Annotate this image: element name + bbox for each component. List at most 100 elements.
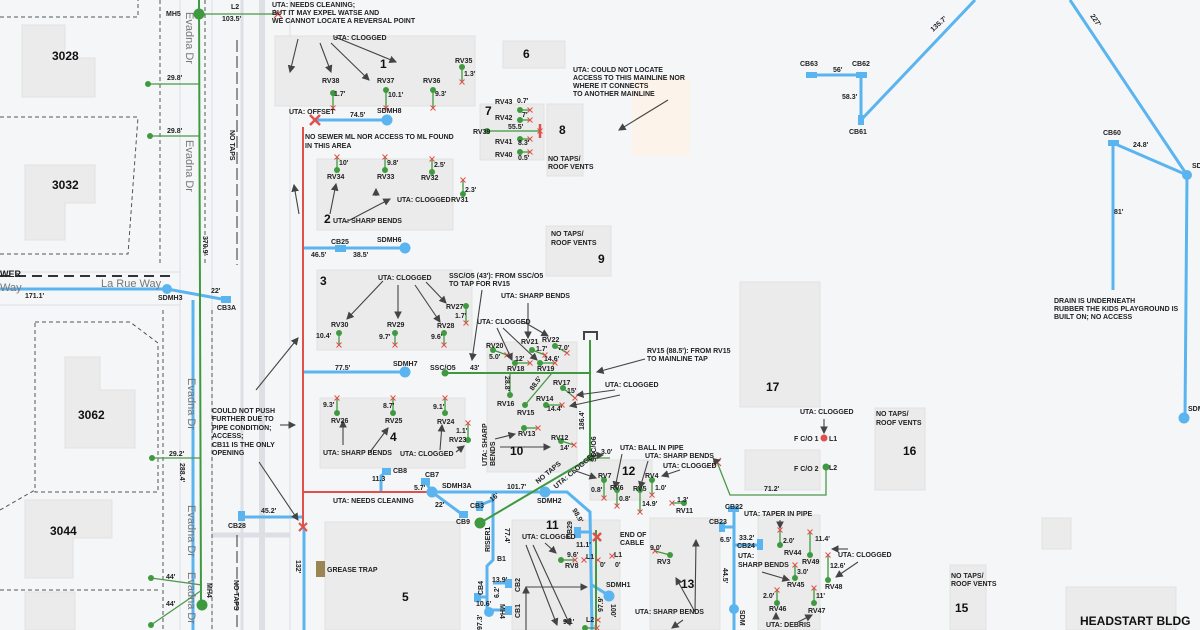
rv-dot[interactable] xyxy=(336,330,342,336)
rv-tap[interactable] xyxy=(330,90,336,108)
rv-dot[interactable] xyxy=(390,410,396,416)
rv-dot[interactable] xyxy=(774,600,780,606)
rv-tap[interactable] xyxy=(430,87,436,108)
rv-tap[interactable] xyxy=(392,330,398,345)
rv-tap[interactable] xyxy=(558,438,575,446)
rv-dot[interactable] xyxy=(537,360,543,366)
manhole-sdmh7[interactable] xyxy=(399,366,411,378)
rv-tap[interactable] xyxy=(601,477,607,498)
grease-trap[interactable] xyxy=(316,561,325,577)
rv-tap[interactable] xyxy=(334,398,340,416)
rv-tap[interactable] xyxy=(672,500,687,506)
rv-dot[interactable] xyxy=(807,552,813,558)
rv-dot[interactable] xyxy=(517,107,523,113)
rv-dot[interactable] xyxy=(517,117,523,123)
manhole-mh5[interactable] xyxy=(193,8,205,20)
rv-dot[interactable] xyxy=(517,149,523,155)
rv-dot[interactable] xyxy=(558,438,564,444)
rv-dot[interactable] xyxy=(601,477,607,483)
building-9[interactable] xyxy=(545,225,612,277)
building-headstart[interactable] xyxy=(1065,586,1177,630)
catch-basin-cb4[interactable] xyxy=(474,593,481,602)
rv-dot[interactable] xyxy=(582,625,588,630)
rv-dot[interactable] xyxy=(552,343,558,349)
rv-tap[interactable] xyxy=(484,128,540,134)
rv-dot[interactable] xyxy=(392,330,398,336)
rv-dot[interactable] xyxy=(825,577,831,583)
manhole-sdmh8[interactable] xyxy=(381,114,393,126)
rv-dot[interactable] xyxy=(517,136,523,142)
rv-dot[interactable] xyxy=(334,167,340,173)
rv-dot[interactable] xyxy=(382,167,388,173)
rv-dot[interactable] xyxy=(529,347,535,353)
manhole-mh4-storm[interactable] xyxy=(484,607,494,617)
catch-basin-cb22[interactable] xyxy=(728,506,739,512)
rv-tap[interactable] xyxy=(521,425,538,431)
rv-dot[interactable] xyxy=(667,552,673,558)
riser-1[interactable] xyxy=(474,517,486,529)
building-15[interactable] xyxy=(949,564,987,630)
rv-tap[interactable] xyxy=(517,117,530,123)
manhole-sdmh6[interactable] xyxy=(399,242,411,254)
rv-tap[interactable] xyxy=(517,149,530,155)
rv-tap[interactable] xyxy=(459,64,465,82)
building-17[interactable] xyxy=(739,281,821,408)
rv-dot[interactable] xyxy=(558,557,564,563)
rv-tap[interactable] xyxy=(390,398,396,416)
building-3028[interactable] xyxy=(21,24,96,98)
rv-tap[interactable] xyxy=(517,107,530,113)
rv-tap[interactable] xyxy=(552,343,568,354)
rv-dot[interactable] xyxy=(681,500,687,506)
rv-tap[interactable] xyxy=(522,402,528,408)
rv-tap[interactable] xyxy=(441,330,447,345)
catch-basin-cb7[interactable] xyxy=(421,478,430,485)
catch-basin-cb3[interactable] xyxy=(476,501,483,511)
rv-dot[interactable] xyxy=(521,425,527,431)
cleanout-fco1[interactable] xyxy=(820,434,828,442)
manhole-sdmh3[interactable] xyxy=(162,284,172,294)
rv-tap[interactable] xyxy=(507,392,513,398)
rv-dot[interactable] xyxy=(543,402,549,408)
catch-basin-cb24[interactable] xyxy=(757,539,763,550)
rv-tap[interactable] xyxy=(582,625,597,630)
catch-basin-cb63[interactable] xyxy=(806,72,817,78)
catch-basin-cb9[interactable] xyxy=(459,511,468,518)
catch-basin-cb23[interactable] xyxy=(719,522,725,532)
rv-tap[interactable] xyxy=(383,87,389,108)
rv-dot[interactable] xyxy=(560,385,566,391)
rv-dot[interactable] xyxy=(441,330,447,336)
rv-tap[interactable] xyxy=(463,303,469,323)
rv-dot[interactable] xyxy=(442,410,448,416)
building-3032[interactable] xyxy=(24,164,96,241)
rv-dot[interactable] xyxy=(649,477,655,483)
rv-dot[interactable] xyxy=(512,360,518,366)
rv-tap[interactable] xyxy=(558,557,575,563)
manhole-sdmh3a[interactable] xyxy=(426,486,438,498)
rv-dot[interactable] xyxy=(330,90,336,96)
manhole-sd[interactable] xyxy=(1182,170,1192,180)
rv-tap[interactable] xyxy=(774,590,780,606)
rv-dot[interactable] xyxy=(490,347,496,353)
rv-dot[interactable] xyxy=(460,191,466,197)
rv-dot[interactable] xyxy=(430,87,436,93)
rv-tap[interactable] xyxy=(334,157,340,173)
rv-tap[interactable] xyxy=(811,588,817,606)
building-8[interactable] xyxy=(546,103,584,177)
catch-basin-cb25[interactable] xyxy=(335,245,346,252)
building-3044[interactable] xyxy=(24,499,113,579)
rv-dot[interactable] xyxy=(465,437,471,443)
catch-basin-cb1[interactable] xyxy=(505,606,512,615)
manhole-sdm[interactable] xyxy=(1178,412,1190,424)
rv-dot[interactable] xyxy=(429,169,435,175)
manhole-sdm5[interactable] xyxy=(729,604,739,614)
catch-basin-cb2[interactable] xyxy=(505,579,512,588)
rv-tap[interactable] xyxy=(442,398,448,416)
building-10[interactable] xyxy=(486,341,578,473)
catch-basin-cb62[interactable] xyxy=(856,72,867,78)
rv-tap[interactable] xyxy=(517,136,530,142)
rv-tap[interactable] xyxy=(490,347,508,356)
rv-tap[interactable] xyxy=(512,360,530,366)
rv-dot[interactable] xyxy=(507,392,513,398)
catch-basin-cb28[interactable] xyxy=(238,511,245,521)
